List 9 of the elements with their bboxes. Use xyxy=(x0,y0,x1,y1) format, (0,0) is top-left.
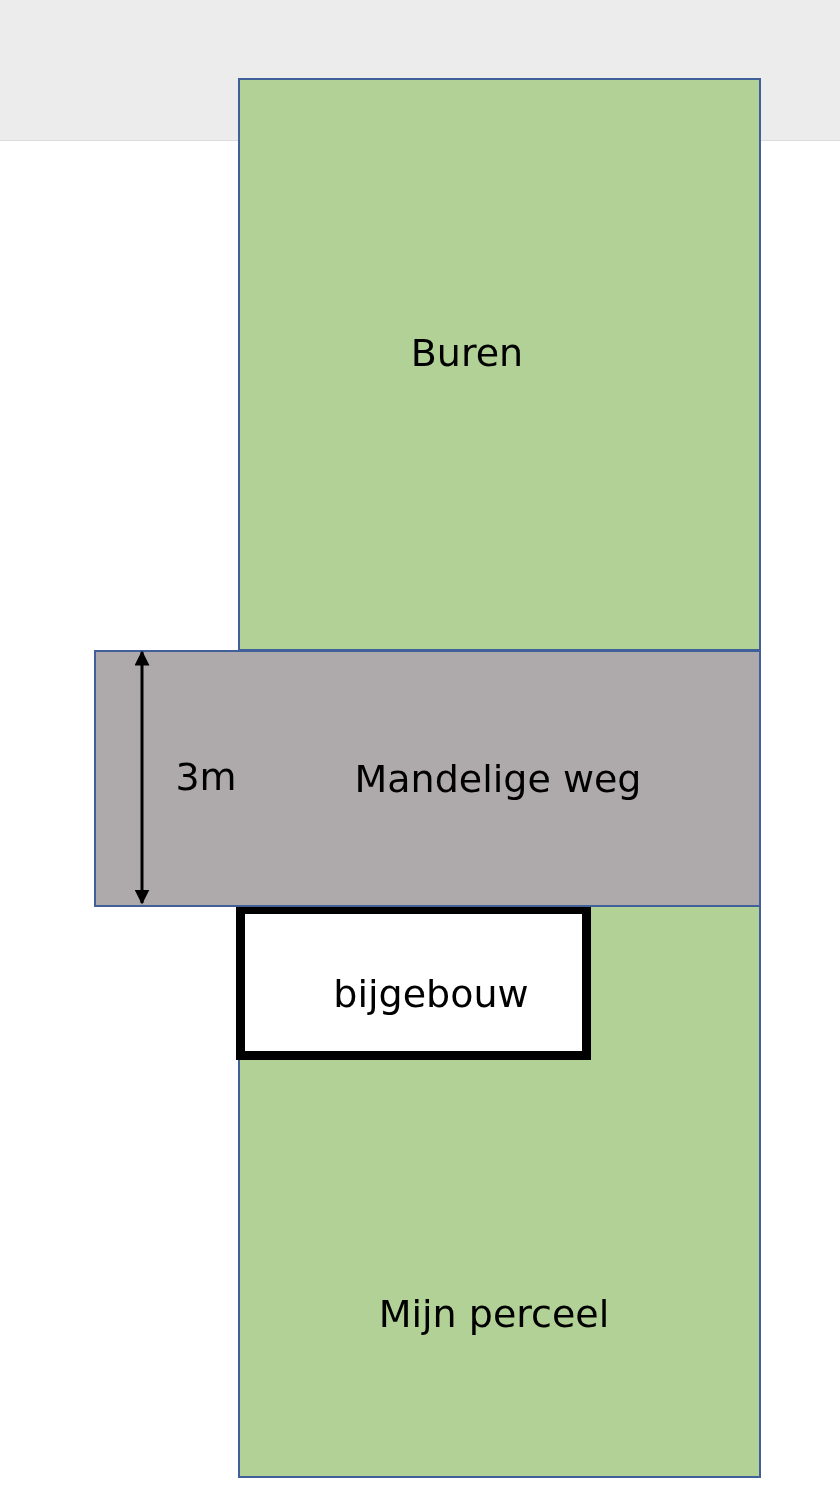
neighbour-plot xyxy=(238,78,761,651)
own-plot xyxy=(238,905,761,1478)
dimension-label: 3m xyxy=(175,757,237,799)
road-label: Mandelige weg xyxy=(354,759,642,801)
shared-road xyxy=(94,650,761,907)
plot-label: Buren xyxy=(410,333,524,375)
building-label: bijgebouw xyxy=(333,974,529,1016)
outbuilding xyxy=(236,905,591,1060)
plot-label: Mijn perceel xyxy=(378,1294,610,1336)
